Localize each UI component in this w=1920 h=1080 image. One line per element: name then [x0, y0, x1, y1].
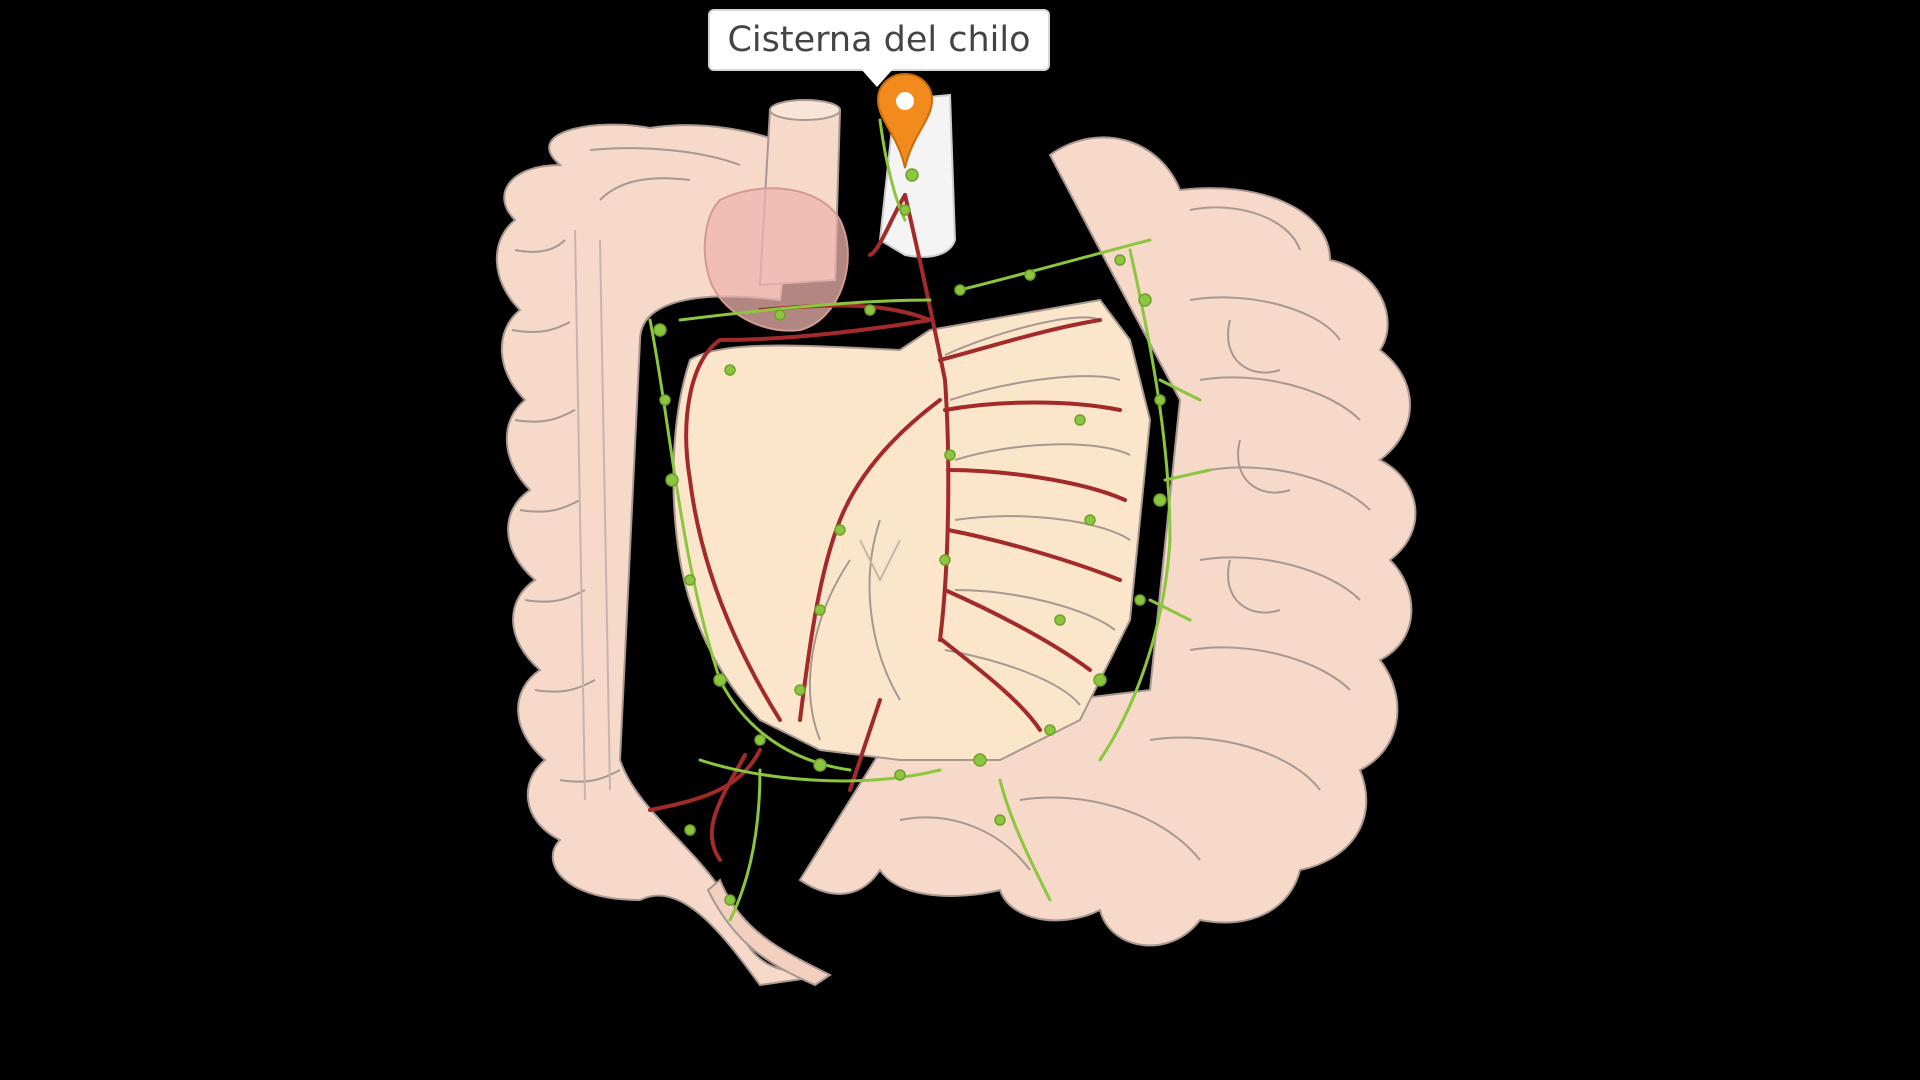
structure-label-text: Cisterna del chilo: [727, 20, 1031, 60]
map-pin-icon[interactable]: [876, 72, 934, 169]
structure-label-callout[interactable]: Cisterna del chilo: [708, 9, 1050, 71]
lymph-nodes: [653, 103, 1167, 906]
mesentery: [672, 298, 1152, 761]
callout-pointer: [861, 69, 893, 87]
stomach: [703, 187, 849, 332]
lymphatic-vessels: [648, 118, 1212, 922]
large-intestine: [495, 123, 832, 987]
mesenteric-arteries: [648, 193, 1127, 862]
